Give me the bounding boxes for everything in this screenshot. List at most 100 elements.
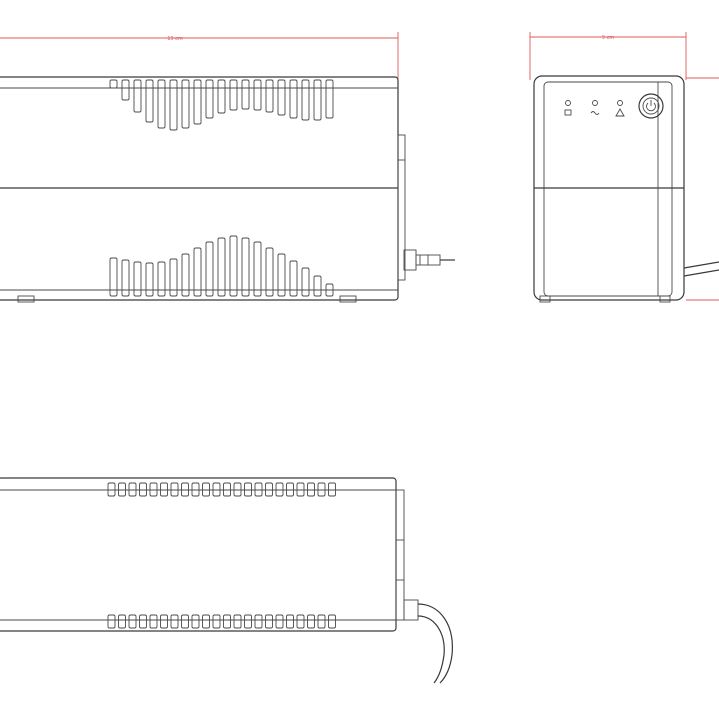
width-dimension-label: 9 cm [602,35,615,41]
top-vents-lower [107,614,336,629]
vent-slot [145,79,154,123]
vent-slot [118,482,126,497]
top-vents-upper [107,482,336,497]
vent-slot [121,79,130,101]
vent-slot [157,79,166,129]
vent-slot [307,482,315,497]
vent-slot [181,614,189,629]
vent-slot [128,482,137,497]
vent-slot [205,241,214,297]
vent-slot [301,267,310,297]
vent-slot [317,482,326,497]
vent-slot [181,79,190,129]
side-vents-bottom [109,235,334,297]
warning-led [617,100,623,106]
vent-slot [160,482,168,497]
vent-slot [202,614,210,629]
vent-slot [241,79,250,110]
vent-slot [233,614,242,629]
vent-slot [277,253,286,297]
vent-slot [275,614,284,629]
vent-slot [307,614,315,629]
vent-slot [325,283,334,297]
vent-slot [296,482,305,497]
vent-slot [160,614,168,629]
vent-slot [170,614,179,629]
vent-slot [286,482,294,497]
vent-slot [223,614,231,629]
battery-led [565,100,571,106]
vent-slot [181,482,189,497]
warning-icon [615,108,625,117]
vent-slot [275,482,284,497]
vent-slot [253,79,262,111]
vent-slot [277,79,286,116]
vent-slot [212,482,221,497]
length-dimension-label: 19 cm [167,36,183,42]
vent-slot [121,259,130,297]
vent-slot [229,235,238,297]
front-foot-right [659,295,671,303]
vent-slot [217,237,226,297]
vent-slot [265,247,274,297]
vent-slot [139,614,147,629]
vent-slot [265,482,273,497]
vent-slot [169,258,178,297]
vent-slot [244,482,252,497]
vent-slot [133,261,142,297]
side-vents-top [109,79,334,131]
ac-power-led [592,100,598,106]
vent-slot [313,275,322,297]
vent-slot [325,79,334,119]
vent-slot [107,482,116,497]
vent-slot [193,79,202,125]
vent-slot [170,482,179,497]
vent-slot [328,482,336,497]
top-rear-panel [395,489,405,621]
vent-slot [229,79,238,111]
power-plug [403,249,455,271]
vent-slot [328,614,336,629]
front-view: 9 cm [529,32,719,303]
vent-slot [296,614,305,629]
vent-slot [212,614,221,629]
ac-power-icon [590,111,600,115]
vent-slot [313,79,322,121]
front-power-cord [683,261,719,277]
vent-slot [128,614,137,629]
vent-slot [191,482,200,497]
vent-slot [265,79,274,113]
vent-slot [181,253,190,297]
vent-slot [109,79,118,89]
vent-slot [107,614,116,629]
length-dimension: 19 cm [0,32,399,80]
vent-slot [241,237,250,297]
vent-slot [133,79,142,113]
vent-slot [289,260,298,297]
vent-slot [139,482,147,497]
vent-slot [286,614,294,629]
width-dimension: 9 cm [529,32,719,301]
vent-slot [254,482,263,497]
power-icon [646,100,656,112]
top-power-cord [417,603,453,684]
vent-slot [169,79,178,131]
vent-slot [149,614,158,629]
rear-panel [397,134,406,281]
vent-slot [149,482,158,497]
vent-slot [109,257,118,297]
vent-slot [301,79,310,121]
vent-slot [265,614,273,629]
vent-slot [253,241,262,297]
front-foot-left [539,295,551,303]
indicator-leds [564,100,625,117]
battery-icon [564,109,572,116]
top-view [0,477,453,684]
vent-slot [223,482,231,497]
front-panel [543,81,673,297]
side-foot-right [339,295,357,303]
top-body [0,477,397,632]
power-button[interactable] [638,93,664,119]
vent-slot [145,262,154,297]
